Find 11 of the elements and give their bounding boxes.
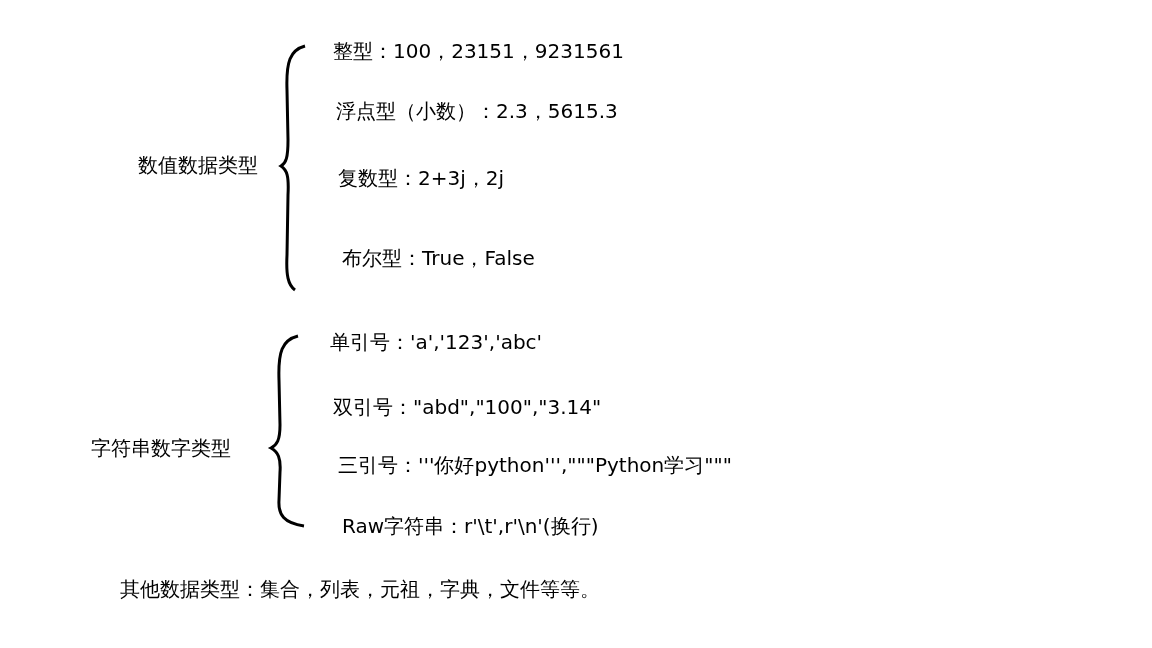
label-text: 单引号：'a','123','abc' — [330, 329, 543, 355]
label-text: 布尔型：True，False — [342, 245, 535, 271]
label-text: 字符串数字类型 — [91, 435, 231, 461]
label-text: 三引号：'''你好python''',"""Python学习""" — [338, 452, 732, 478]
label-text: 数值数据类型 — [138, 152, 258, 178]
label-text: 整型：100，23151，9231561 — [333, 38, 624, 64]
label-text: 其他数据类型：集合，列表，元祖，字典，文件等等。 — [120, 576, 600, 602]
label-text: 复数型：2+3j，2j — [338, 165, 505, 191]
label-text: 双引号："abd","100","3.14" — [333, 394, 602, 420]
label-text: 浮点型（小数）：2.3，5615.3 — [336, 98, 618, 124]
label-text: Raw字符串：r'\t',r'\n'(换行) — [342, 513, 599, 539]
